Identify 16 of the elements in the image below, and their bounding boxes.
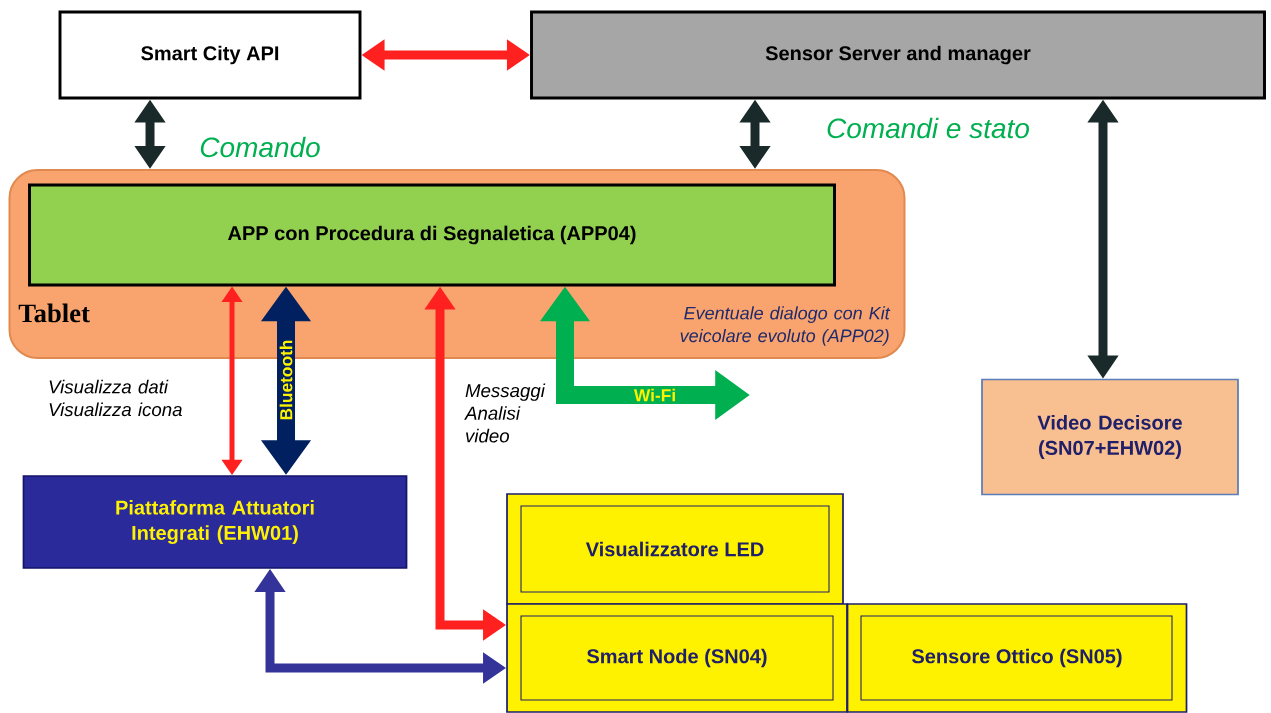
display-box: Visualizzatore LED	[506, 493, 844, 605]
edge-label: Bluetooth	[279, 340, 293, 420]
app-box: APP con Procedura di Segnaletica (APP04)	[28, 183, 836, 287]
sensor-box: Sensore Ottico (SN05)	[846, 603, 1188, 713]
node-label: Tablet	[18, 303, 90, 323]
api-box: Smart City API	[58, 10, 362, 100]
edge-label: Comandi e stato	[824, 116, 1032, 140]
edge-label: Visualizza dati Visualizza icona	[46, 378, 190, 418]
node-label: Eventuale dialogo con Kit veicolare evoluto (APP02)	[680, 306, 891, 346]
edge-label: Messaggi Analisi video	[463, 382, 547, 444]
platform-box: Piattaforma Attuatori Integrati (EHW01)	[22, 475, 408, 569]
decider-box: Video Decisore (SN07+EHW02)	[981, 378, 1239, 496]
edge-label: Wi-Fi	[633, 388, 675, 402]
edge-label: Comando	[197, 135, 323, 159]
server-box: Sensor Server and manager	[530, 10, 1266, 100]
node-box: Smart Node (SN04)	[506, 603, 848, 713]
